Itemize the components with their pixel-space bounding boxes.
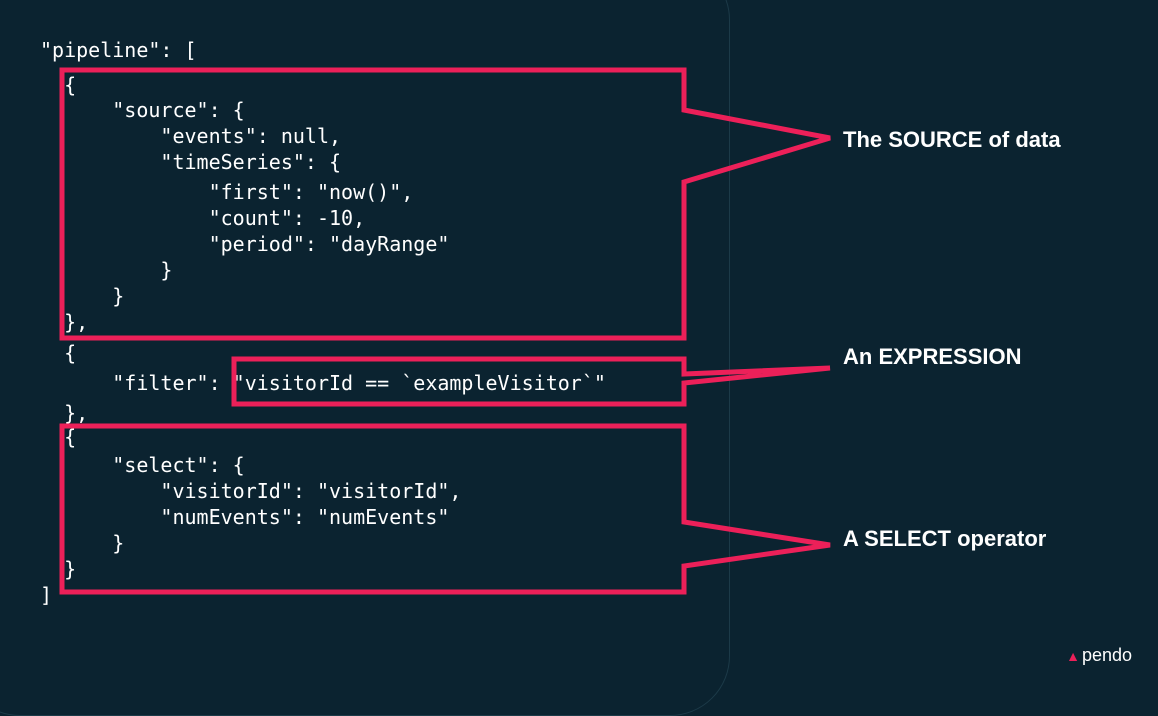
code-line: "select": {	[40, 453, 245, 477]
select-callout-shape	[59, 423, 831, 595]
pendo-wordmark: pendo	[1081, 645, 1132, 665]
code-line: {	[40, 425, 77, 449]
code-line: ]	[40, 583, 53, 607]
pendo-logo-icon: ▲	[1066, 647, 1080, 664]
code-line: "count": -10,	[40, 206, 366, 230]
source-callout-label: The SOURCE of data	[843, 127, 1061, 152]
code-line: "numEvents": "numEvents"	[40, 505, 450, 529]
code-line: "source": {	[40, 98, 245, 122]
code-line: "period": "dayRange"	[40, 232, 450, 256]
code-line: }	[40, 284, 125, 308]
expression-callout-label: An EXPRESSION	[843, 344, 1022, 369]
code-line: },	[40, 401, 89, 425]
select-callout-label: A SELECT operator	[843, 526, 1047, 551]
code-line: }	[40, 531, 125, 555]
code-line: "events": null,	[40, 124, 342, 148]
code-line: "pipeline": [	[40, 38, 197, 62]
code-line: "filter": "visitorId == `exampleVisitor`…	[40, 371, 606, 395]
code-line: }	[40, 258, 173, 282]
pendo-logo: ▲ pendo	[1066, 645, 1132, 666]
code-line: {	[40, 73, 77, 97]
code-line: {	[40, 341, 77, 365]
callout-outlines	[59, 67, 831, 595]
code-line: },	[40, 310, 89, 334]
code-line: "first": "now()",	[40, 180, 414, 204]
code-line: "timeSeries": {	[40, 150, 342, 174]
code-line: "visitorId": "visitorId",	[40, 479, 462, 503]
expression-callout-shape	[231, 356, 831, 407]
code-line: }	[40, 557, 77, 581]
source-callout-shape	[59, 67, 831, 341]
